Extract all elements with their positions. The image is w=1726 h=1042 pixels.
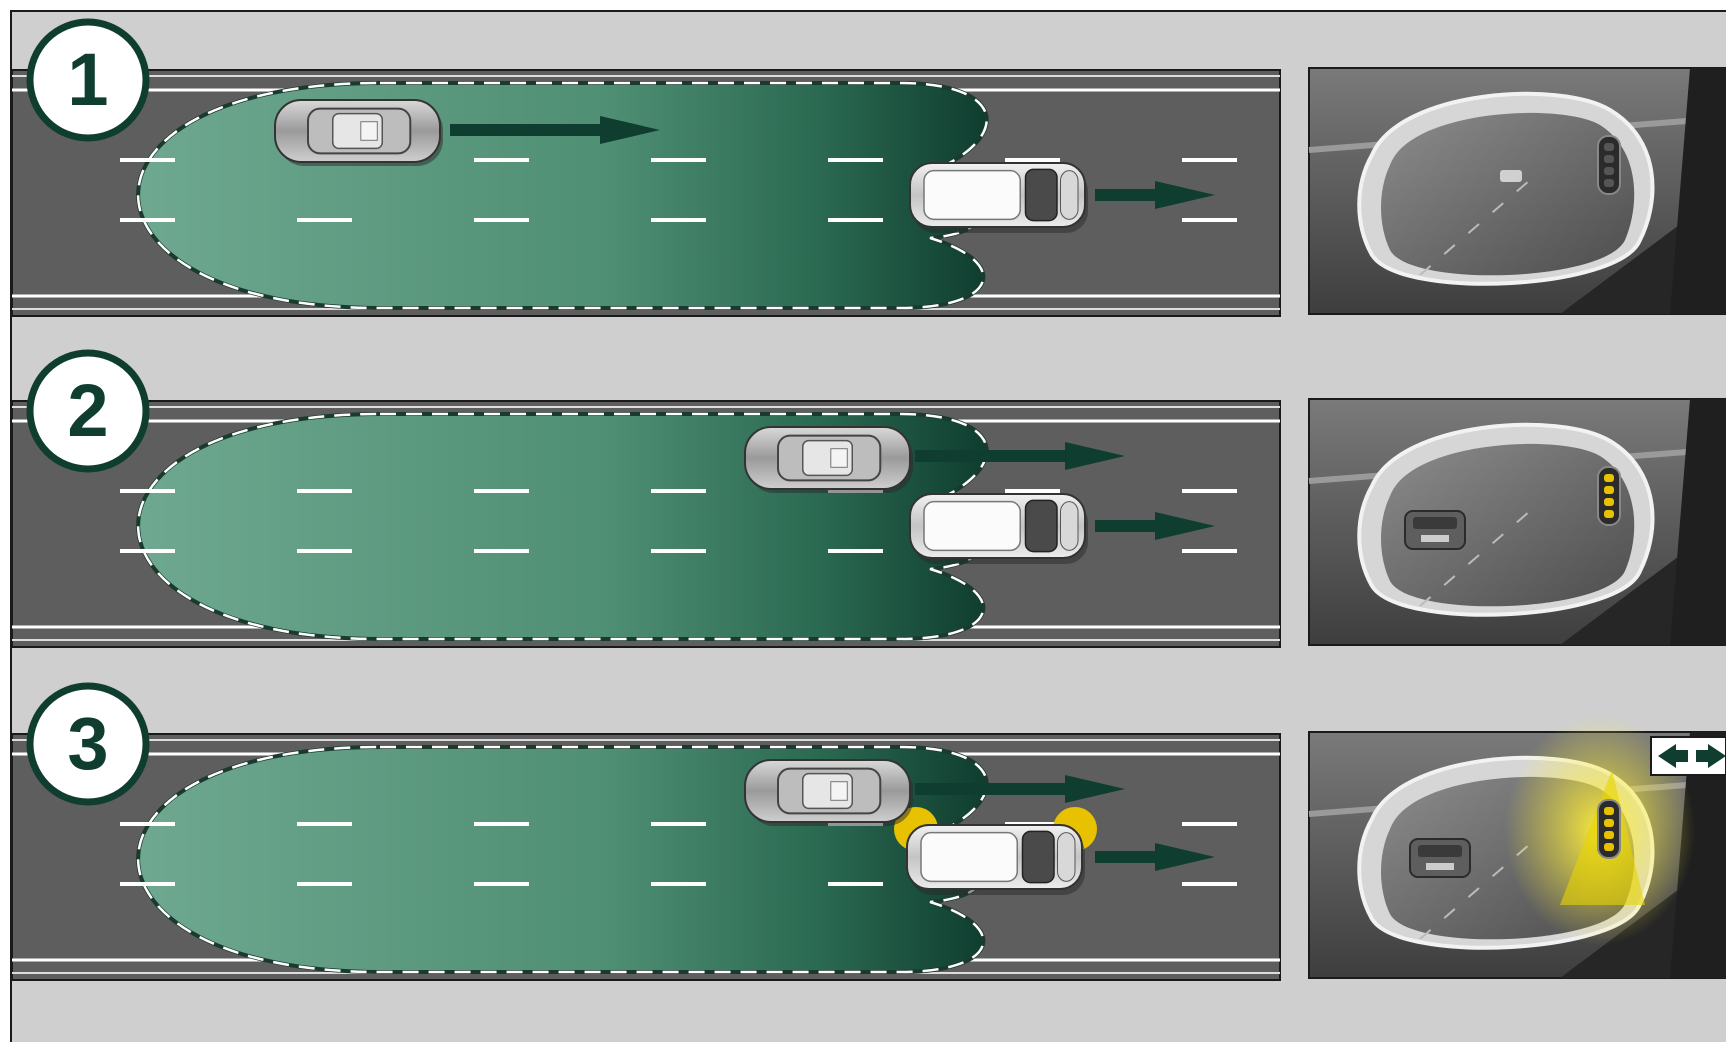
mirror-warning-lamp-icon bbox=[1598, 800, 1620, 858]
detection-zone bbox=[138, 83, 987, 308]
adjacent-vehicle bbox=[745, 760, 913, 826]
mirror-reflected-car bbox=[1405, 511, 1465, 549]
mirror-glass bbox=[1381, 113, 1634, 275]
mirror-reflected-car bbox=[1500, 170, 1522, 182]
approaching-vehicle bbox=[275, 100, 443, 166]
step-badge: 2 bbox=[30, 353, 146, 469]
ego-vehicle bbox=[907, 825, 1085, 895]
scenario-panel-2: 2 bbox=[12, 353, 1726, 647]
ego-vehicle bbox=[910, 163, 1088, 233]
mirror-view bbox=[1309, 399, 1726, 645]
lane-change-arrows-icon bbox=[1651, 737, 1726, 775]
step-badge: 3 bbox=[30, 686, 146, 802]
ego-vehicle bbox=[910, 494, 1088, 564]
step-number: 2 bbox=[67, 369, 108, 452]
step-number: 1 bbox=[67, 38, 108, 121]
mirror-reflected-car bbox=[1410, 839, 1470, 877]
mirror-warning-lamp-icon bbox=[1598, 467, 1620, 525]
step-number: 3 bbox=[67, 702, 108, 785]
scenario-panel-3: 3 bbox=[12, 686, 1726, 980]
step-badge: 1 bbox=[30, 22, 146, 138]
scenario-panel-1: 1 bbox=[12, 22, 1726, 316]
adjacent-vehicle bbox=[745, 427, 913, 493]
mirror-warning-lamp-icon bbox=[1598, 136, 1620, 194]
mirror-view bbox=[1309, 68, 1726, 314]
